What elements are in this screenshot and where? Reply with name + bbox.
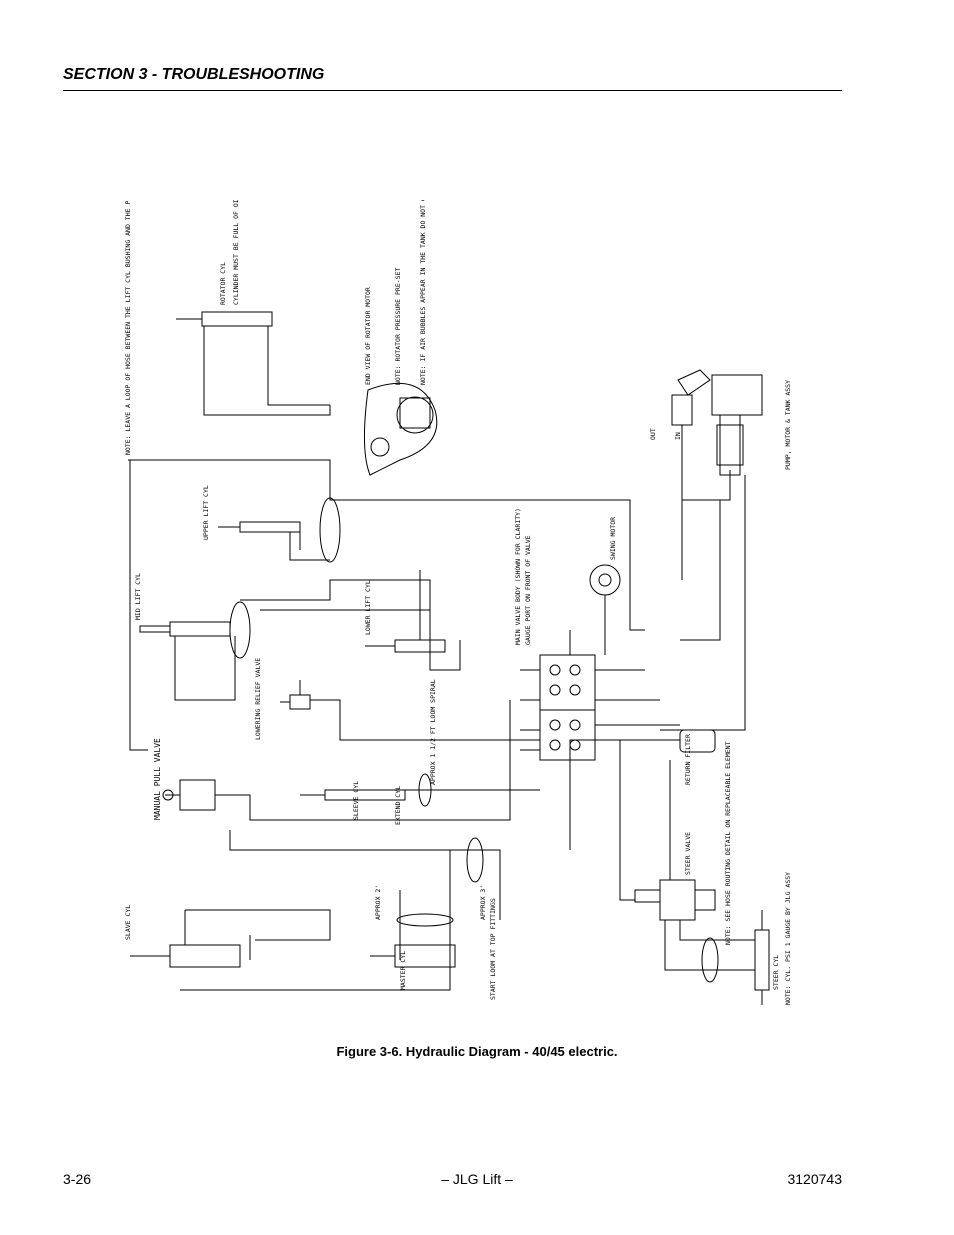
header-rule <box>63 90 842 91</box>
label-steer-cyl-note: NOTE: CYL. PSI 1 GAUGE BY JLG ASSY <box>784 872 792 1005</box>
upper-lift-cyl <box>218 521 330 561</box>
label-cylinder-note: CYLINDER MUST BE FULL OF OIL BEFORE HOOK… <box>232 200 240 305</box>
label-in-port: IN <box>674 432 682 440</box>
steer-valve <box>634 879 716 921</box>
label-sleeve: SLEEVE CYL <box>352 781 360 820</box>
label-gauge-port: GAUGE PORT ON FRONT OF VALVE <box>524 535 532 645</box>
rotator-cyl <box>176 311 273 327</box>
label-out-port: OUT <box>649 428 657 440</box>
document-number: 3120743 <box>787 1171 842 1187</box>
label-steer-note: NOTE: SEE HOSE ROUTING DETAIL ON REPLACE… <box>724 741 732 945</box>
label-upper-lift-cyl: UPPER LIFT CYL <box>202 485 210 540</box>
label-approx-2: APPROX 2' <box>374 885 382 920</box>
swing-motor <box>589 564 621 596</box>
label-air-bubbles: NOTE: IF AIR BUBBLES APPEAR IN THE TANK … <box>419 200 427 385</box>
main-valve-body <box>539 654 596 761</box>
label-lower-lift-cyl: LOWER LIFT CYL <box>364 580 372 635</box>
steer-cyl <box>754 910 770 1005</box>
label-mid-lift-cyl: MID LIFT CYL <box>134 573 142 620</box>
page-number: 3-26 <box>63 1171 92 1187</box>
lowering-relief-valve <box>280 694 311 710</box>
label-start-loom: START LOOM AT TOP FITTINGS <box>489 898 497 1000</box>
label-lowering-relief: LOWERING RELIEF VALVE <box>254 658 262 740</box>
label-ext-cyl: EXTEND CYL <box>394 786 402 825</box>
label-approx-loom: APPROX 1 1/2 FT LOOM SPIRAL <box>429 679 437 785</box>
slave-cyl <box>130 910 251 968</box>
pump-motor-tank <box>671 369 763 476</box>
label-steer-valve: STEER VALVE <box>684 832 692 875</box>
label-swing-motor: SWING MOTOR <box>609 517 617 560</box>
label-note-lift-hose: NOTE: LEAVE A LOOP OF HOSE BETWEEN THE L… <box>124 200 132 455</box>
section-title: SECTION 3 - TROUBLESHOOTING <box>63 66 325 83</box>
footer-center: – JLG Lift – <box>441 1171 513 1187</box>
return-filter <box>679 729 716 753</box>
label-master-cyl: MASTER CYL <box>399 951 407 990</box>
label-rotator-pressure: NOTE: ROTATOR PRESSURE PRE-SET <box>394 268 402 385</box>
label-pump-motor-tank: PUMP, MOTOR & TANK ASSY <box>784 380 792 470</box>
label-approx-3: APPROX 3' <box>479 885 487 920</box>
rotator-motor <box>363 382 438 476</box>
label-slave-cyl: SLAVE CYL <box>124 905 132 940</box>
label-manual-pull-valve: MANUAL PULL VALVE <box>153 738 162 820</box>
label-steer-cyl: STEER CYL <box>772 955 780 990</box>
lower-lift-cyl <box>365 570 461 671</box>
mid-lift-cyl <box>139 621 236 701</box>
extend-cyl <box>300 789 406 801</box>
label-end-view-rotator: END VIEW OF ROTATOR MOTOR <box>364 287 372 385</box>
label-main-valve: MAIN VALVE BODY (SHOWN FOR CLARITY) <box>514 508 522 645</box>
figure-caption: Figure 3-6. Hydraulic Diagram - 40/45 el… <box>336 1044 618 1059</box>
label-rotator-cyl: ROTATOR CYL <box>219 262 227 305</box>
master-cyl <box>370 944 456 968</box>
label-return-filter: RETURN FILTER <box>684 734 692 785</box>
hydraulic-diagram: NOTE: LEAVE A LOOP OF HOSE BETWEEN THE L… <box>124 200 792 1005</box>
manual-pull-valve <box>162 779 216 811</box>
